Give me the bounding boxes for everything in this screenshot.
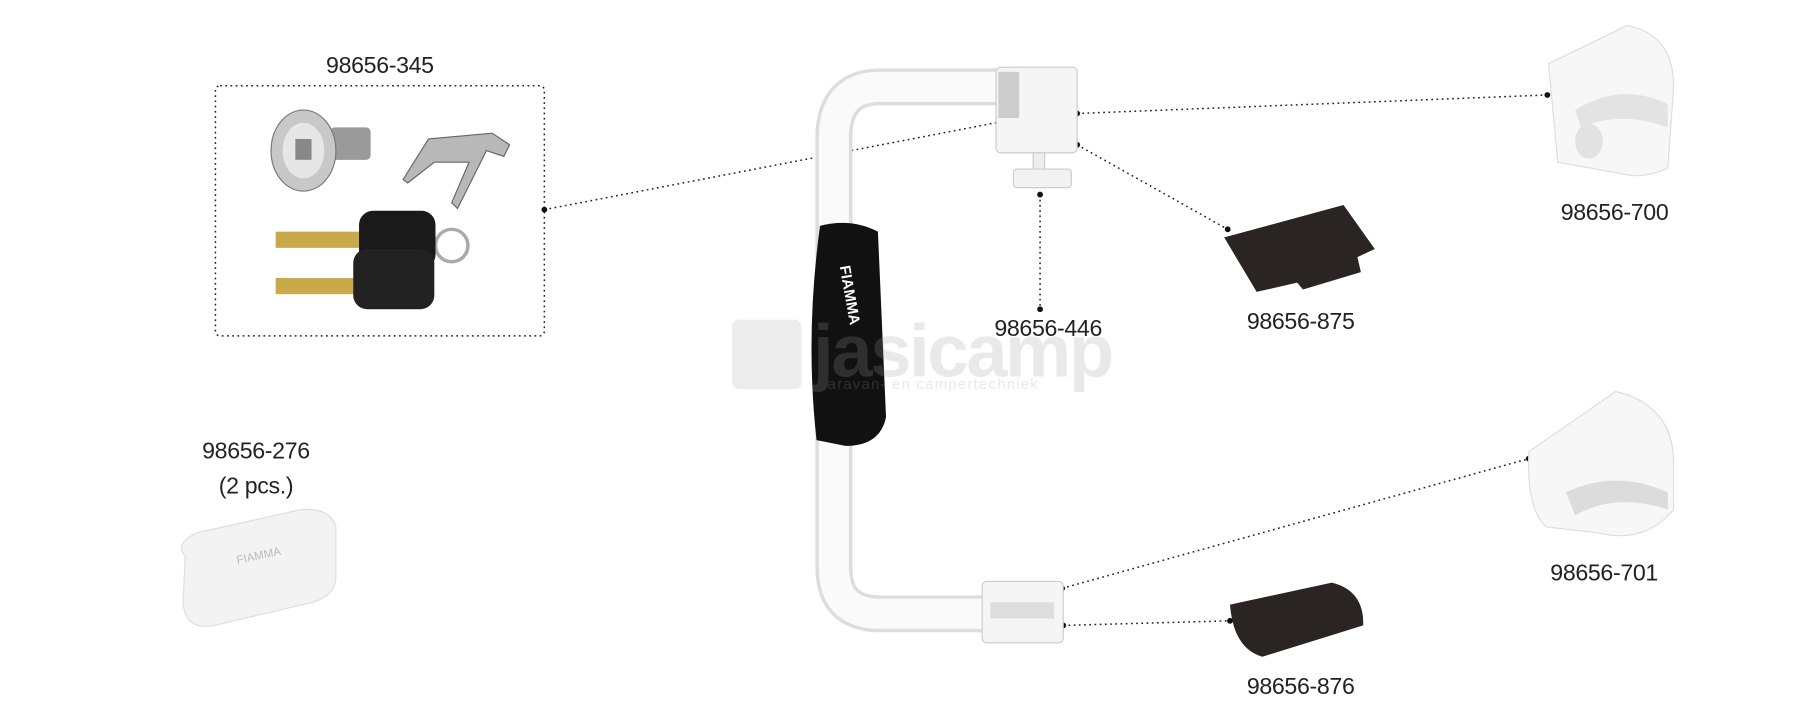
end-cap-image: FIAMMA [180, 508, 337, 627]
leader-holder-top [1077, 94, 1548, 115]
security-handle-image: FIAMMA [811, 66, 1078, 644]
leader-holder-bottom [1061, 457, 1530, 590]
label-holder-top: 98656-700 [1560, 200, 1669, 226]
leader-plate-top [1076, 144, 1229, 230]
watermark-tagline: caravan- en campertechniek [818, 375, 1039, 393]
label-plate-bottom: 98656-876 [1246, 674, 1355, 700]
holder-bottom-image [1528, 390, 1675, 537]
holder-top-image [1547, 24, 1675, 177]
lock-kit-group-box [214, 84, 546, 337]
watermark-logo-icon [731, 319, 802, 390]
leader-plate-bottom [1063, 620, 1231, 627]
mounting-plate-bottom-image [1230, 582, 1364, 657]
leader-lock-kit [544, 120, 1002, 211]
label-end-cap-qty: (2 pcs.) [218, 473, 294, 500]
label-knob: 98656-446 [994, 316, 1103, 342]
mounting-plate-top-image [1224, 205, 1375, 292]
label-holder-bottom: 98656-701 [1550, 560, 1658, 587]
label-plate-top: 98656-875 [1246, 309, 1355, 335]
keys-image [275, 210, 470, 310]
label-lock-kit: 98656-345 [326, 53, 434, 79]
lock-clip-image [402, 132, 511, 210]
label-end-cap: 98656-276 [202, 438, 310, 465]
watermark: jasicamp caravan- en campertechniek [731, 309, 1114, 398]
watermark-name: jasicamp [813, 309, 1114, 393]
lock-cylinder-image [270, 109, 371, 192]
